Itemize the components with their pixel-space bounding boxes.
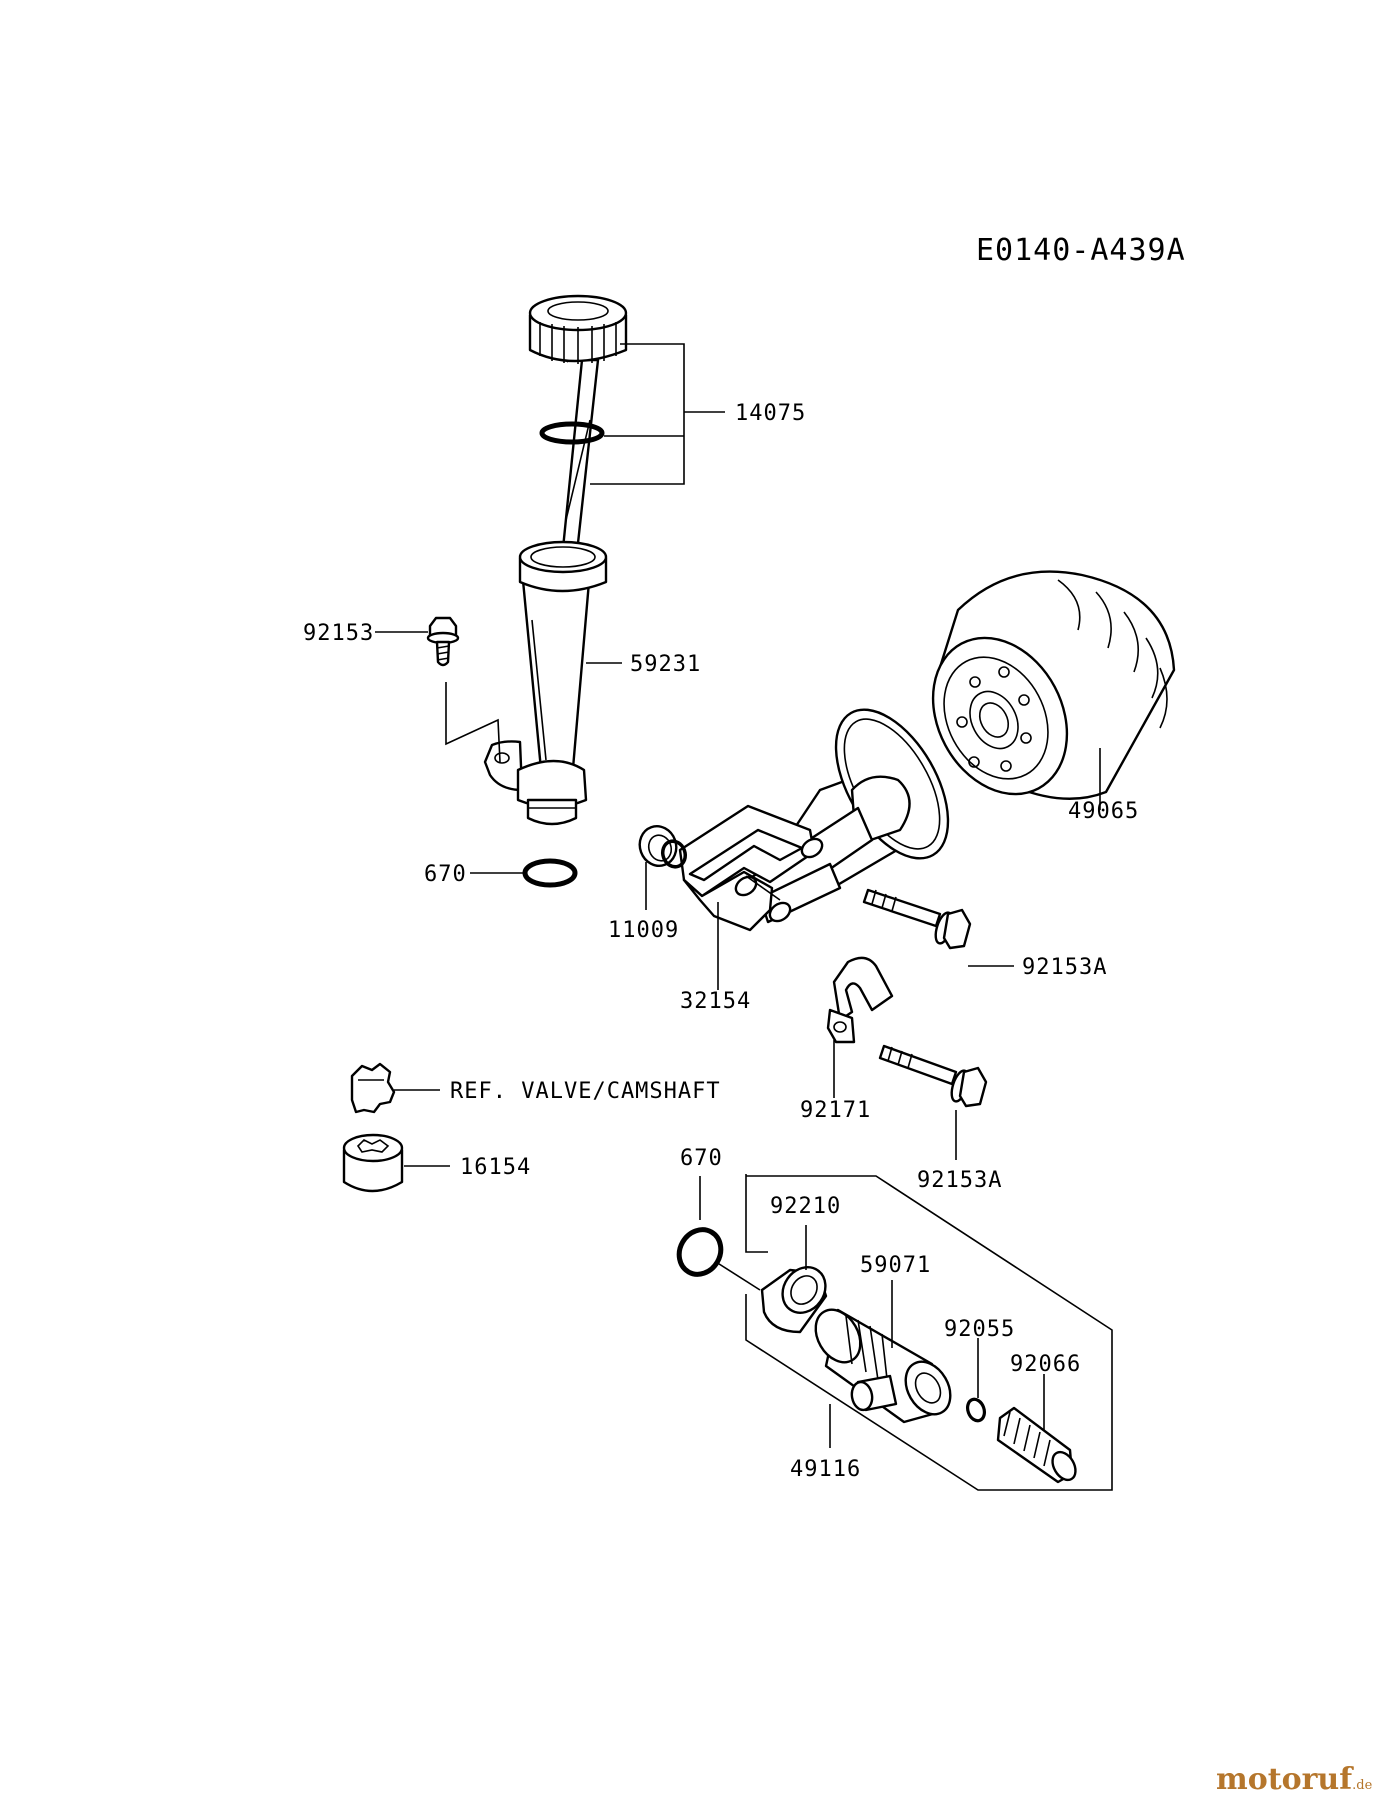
label-92153: 92153 xyxy=(303,621,374,646)
spring-92066-part xyxy=(996,1406,1077,1484)
leader-14075 xyxy=(590,343,725,485)
oil-filter-part xyxy=(931,570,1176,800)
label-59071: 59071 xyxy=(860,1253,931,1278)
label-92171: 92171 xyxy=(800,1098,871,1123)
ring-92055 xyxy=(965,1397,987,1423)
o-ring-670-bottom xyxy=(676,1227,724,1277)
label-92066: 92066 xyxy=(1010,1352,1081,1377)
watermark-logo: motoruf.de xyxy=(1216,1762,1372,1797)
filler-tube-part xyxy=(483,540,608,826)
label-92210: 92210 xyxy=(770,1194,841,1219)
bolt-92153-part xyxy=(426,616,460,667)
label-49116: 49116 xyxy=(790,1457,861,1482)
label-32154: 32154 xyxy=(680,989,751,1014)
watermark-text: motoruf xyxy=(1216,1762,1353,1797)
bolt-position-line xyxy=(445,682,501,763)
axis-line-670 xyxy=(715,1261,761,1291)
outer-rotor-part xyxy=(342,1133,404,1193)
dipstick-o-ring xyxy=(539,421,605,445)
o-ring-670-top xyxy=(522,858,578,888)
assembly-bracket-49116 xyxy=(745,1174,1113,1491)
label-670-top: 670 xyxy=(424,862,467,887)
nut-92210-part xyxy=(760,1266,828,1334)
bolt-92153A-upper-part xyxy=(862,888,972,950)
label-14075: 14075 xyxy=(735,401,806,426)
clamp-92171-part xyxy=(826,956,894,1044)
diagram-code: E0140-A439A xyxy=(976,233,1186,268)
label-11009: 11009 xyxy=(608,918,679,943)
dipstick-part xyxy=(528,294,628,600)
label-49065: 49065 xyxy=(1068,799,1139,824)
oil-pipe-part xyxy=(678,708,950,932)
valve-body-59071-part xyxy=(814,1308,952,1424)
label-670-bottom: 670 xyxy=(680,1146,723,1171)
label-92153A-lower: 92153A xyxy=(917,1168,1002,1193)
label-59231: 59231 xyxy=(630,652,701,677)
bolt-92153A-lower-part xyxy=(878,1044,988,1108)
label-16154: 16154 xyxy=(460,1155,531,1180)
label-ref-valve: REF. VALVE/CAMSHAFT xyxy=(450,1079,721,1104)
watermark-tld: .de xyxy=(1352,1778,1373,1793)
washer-11009-part xyxy=(638,825,688,869)
label-92153A-upper: 92153A xyxy=(1022,955,1107,980)
label-92055: 92055 xyxy=(944,1317,1015,1342)
camshaft-gear-part xyxy=(350,1062,396,1114)
